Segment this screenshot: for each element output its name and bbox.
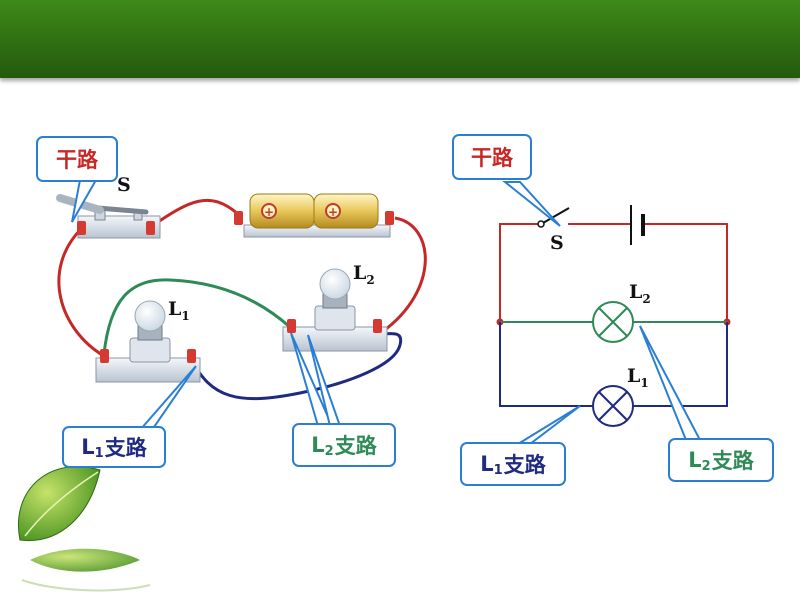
callout-main-circuit-right: 干路 <box>452 134 532 180</box>
switch-label-right: S <box>550 232 564 254</box>
lamp1-device <box>95 300 201 383</box>
lamp2-label-right-sub: 2 <box>642 292 651 306</box>
callout-branch1-left-letter: L <box>81 435 95 459</box>
wire-battery-to-lamp2 <box>381 216 427 334</box>
pointer-branch2-right <box>639 325 702 441</box>
callout-branch2-left-sub: 2 <box>324 443 334 459</box>
schematic-wire-main-right <box>643 223 728 322</box>
header-banner <box>0 0 800 78</box>
pointer-main-right <box>502 181 561 227</box>
schematic-wire-l1-left <box>499 322 593 407</box>
callout-branch2-left-text: 支路 <box>334 434 377 458</box>
leaf-decoration <box>18 466 151 592</box>
schematic-switch-pivot <box>537 220 545 228</box>
callout-branch1-right-text: 支路 <box>503 453 546 477</box>
physical-circuit: + + <box>56 179 427 431</box>
schematic-lamp2-cross-b <box>598 307 628 337</box>
switch-label-left: S <box>117 174 131 196</box>
wire-l1-branch <box>188 332 403 401</box>
schematic-switch-blade <box>542 207 570 224</box>
callout-branch2-left-letter: L <box>311 433 325 457</box>
lamp1-label-right-sub: 1 <box>640 376 649 390</box>
lamp2-label-left-sub: 2 <box>366 273 375 287</box>
callout-branch1-right-letter: L <box>480 452 494 476</box>
callout-branch1-right-sub: 1 <box>493 462 503 478</box>
wire-switch-to-battery <box>151 198 239 228</box>
lamp1-label-left-letter: L <box>168 298 182 320</box>
callout-main-circuit-left: 干路 <box>36 136 118 182</box>
wire-switch-to-lamp1 <box>57 226 105 358</box>
callout-branch1-left-text: 支路 <box>104 436 147 460</box>
schematic-lamp1-cross-b <box>598 391 628 421</box>
schematic-wire-main-left <box>499 223 538 322</box>
pointer-branch1-right <box>514 405 581 445</box>
lamp1-label-left: L1 <box>168 298 190 323</box>
lamp1-label-right: L1 <box>627 365 649 390</box>
lamp1-label-right-letter: L <box>627 365 641 387</box>
switch-label-right-text: S <box>550 232 564 254</box>
switch-label-left-text: S <box>117 174 131 196</box>
callout-branch2-right-letter: L <box>688 448 702 472</box>
lamp2-label-right: L2 <box>629 281 651 306</box>
lamp1-label-left-sub: 1 <box>181 309 190 323</box>
lamp2-label-left: L2 <box>353 262 375 287</box>
callout-main-circuit-left-text: 干路 <box>56 148 98 172</box>
svg-text:+: + <box>264 205 274 219</box>
callout-branch2-right-sub: 2 <box>701 458 711 474</box>
callout-main-circuit-right-text: 干路 <box>471 146 513 170</box>
wire-l2-branch <box>102 278 293 355</box>
schematic-wire-l1-right <box>633 322 728 407</box>
callout-branch2-right-text: 支路 <box>711 449 754 473</box>
callout-branch1-left-sub: 1 <box>94 445 104 461</box>
lamp2-device <box>282 268 388 352</box>
schematic-circuit <box>496 181 731 445</box>
lamp2-label-left-letter: L <box>353 262 367 284</box>
battery-device: + + <box>234 193 394 238</box>
lamp2-label-right-letter: L <box>629 281 643 303</box>
svg-text:+: + <box>328 205 338 219</box>
